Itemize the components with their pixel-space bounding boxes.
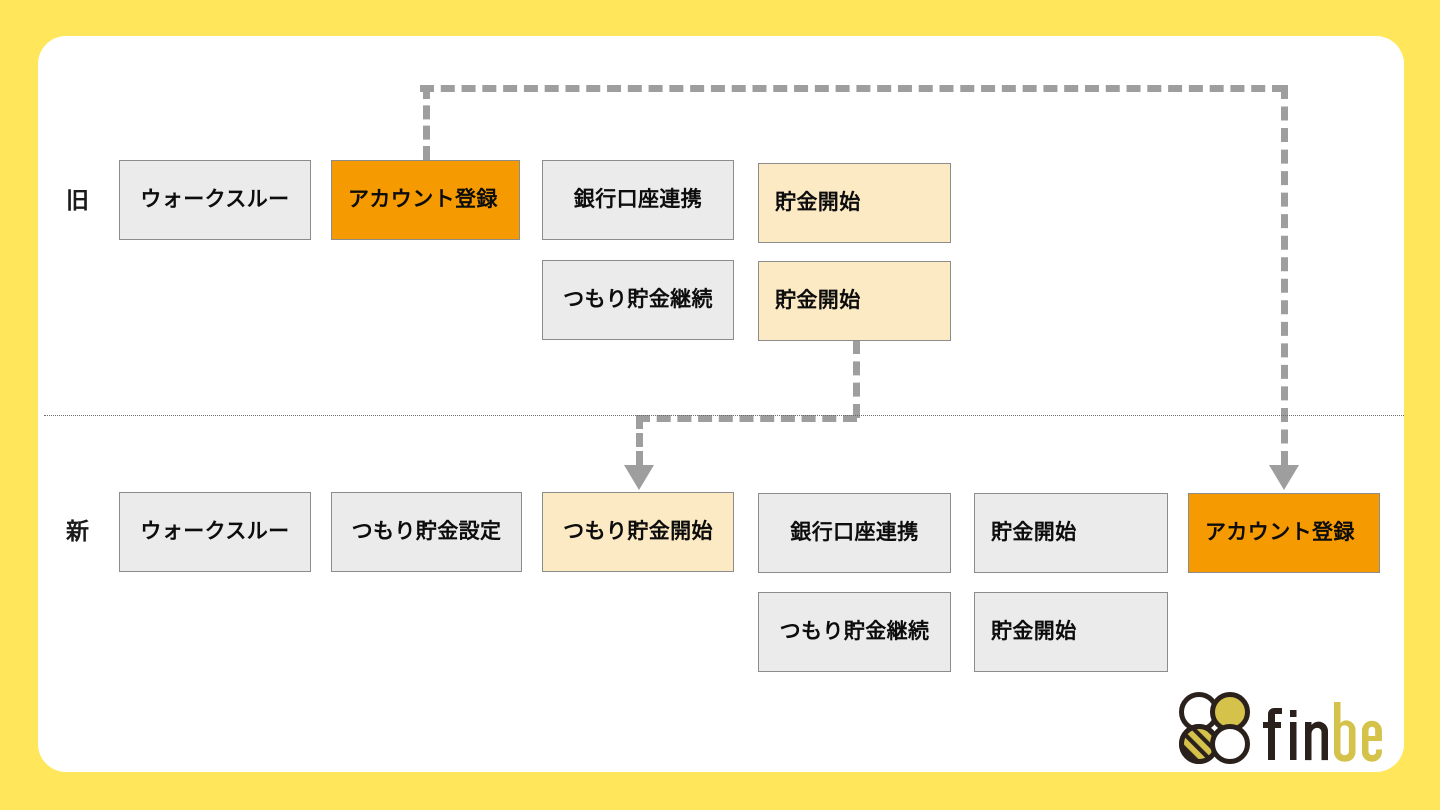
- old-step-bank-link[interactable]: 銀行口座連携: [542, 160, 734, 240]
- content-card: [38, 36, 1404, 772]
- connector-account-signup-drop: [1281, 85, 1288, 465]
- new-step-walkthrough[interactable]: ウォークスルー: [119, 492, 311, 572]
- logo-wordmark-fin: [1263, 708, 1328, 761]
- old-step-tsumori-continue[interactable]: つもり貯金継続: [542, 260, 734, 340]
- bee-icon: [1179, 692, 1250, 764]
- new-step-account-signup[interactable]: アカウント登録: [1188, 493, 1380, 573]
- finbee-logo: [1178, 688, 1384, 768]
- logo-wordmark-bee2: [1362, 720, 1382, 762]
- old-step-account-signup[interactable]: アカウント登録: [331, 160, 520, 240]
- old-new-divider: [44, 415, 1404, 416]
- connector-account-signup-span: [420, 85, 1286, 92]
- row-label-new: 新: [66, 518, 90, 544]
- row-label-old: 旧: [66, 187, 90, 213]
- connector-account-signup-arrowhead: [1269, 465, 1299, 490]
- logo-wordmark-bee: [1334, 702, 1382, 762]
- old-step-savings-start[interactable]: 貯金開始: [758, 163, 951, 243]
- connector-account-signup-riser: [423, 85, 430, 160]
- connector-savings-start-riser: [636, 415, 643, 465]
- new-step-tsumori-setup[interactable]: つもり貯金設定: [331, 492, 522, 572]
- new-step-savings-start[interactable]: 貯金開始: [974, 493, 1168, 573]
- connector-savings-start-span: [636, 415, 857, 422]
- finbee-logo-mark: [1179, 692, 1382, 764]
- new-step-bank-link[interactable]: 銀行口座連携: [758, 493, 951, 573]
- new-step-tsumori-start[interactable]: つもり貯金開始: [542, 492, 734, 572]
- connector-savings-start-arrowhead: [624, 465, 654, 490]
- new-step-tsumori-continue[interactable]: つもり貯金継続: [758, 592, 951, 672]
- old-step-walkthrough[interactable]: ウォークスルー: [119, 160, 311, 240]
- old-step-savings-start-alt[interactable]: 貯金開始: [758, 261, 951, 341]
- connector-savings-start-drop: [853, 340, 860, 418]
- new-step-savings-start-alt[interactable]: 貯金開始: [974, 592, 1168, 672]
